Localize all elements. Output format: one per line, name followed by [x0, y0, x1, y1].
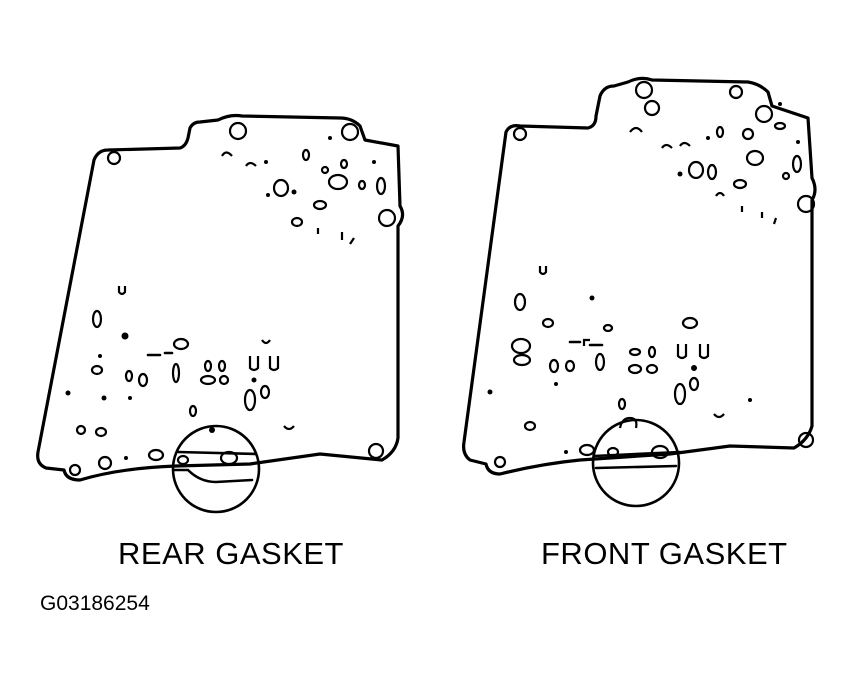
rear-gasket-callout-circle [171, 424, 261, 514]
front-gasket-callout-circle [591, 418, 681, 508]
figure-id: G03186254 [40, 592, 150, 615]
front-gasket-outline [462, 76, 817, 476]
front-gasket-label: FRONT GASKET [541, 536, 788, 571]
rear-gasket-outline [36, 113, 405, 482]
rear-gasket [36, 113, 405, 514]
rear-gasket-label: REAR GASKET [118, 536, 344, 571]
front-gasket [462, 76, 817, 508]
